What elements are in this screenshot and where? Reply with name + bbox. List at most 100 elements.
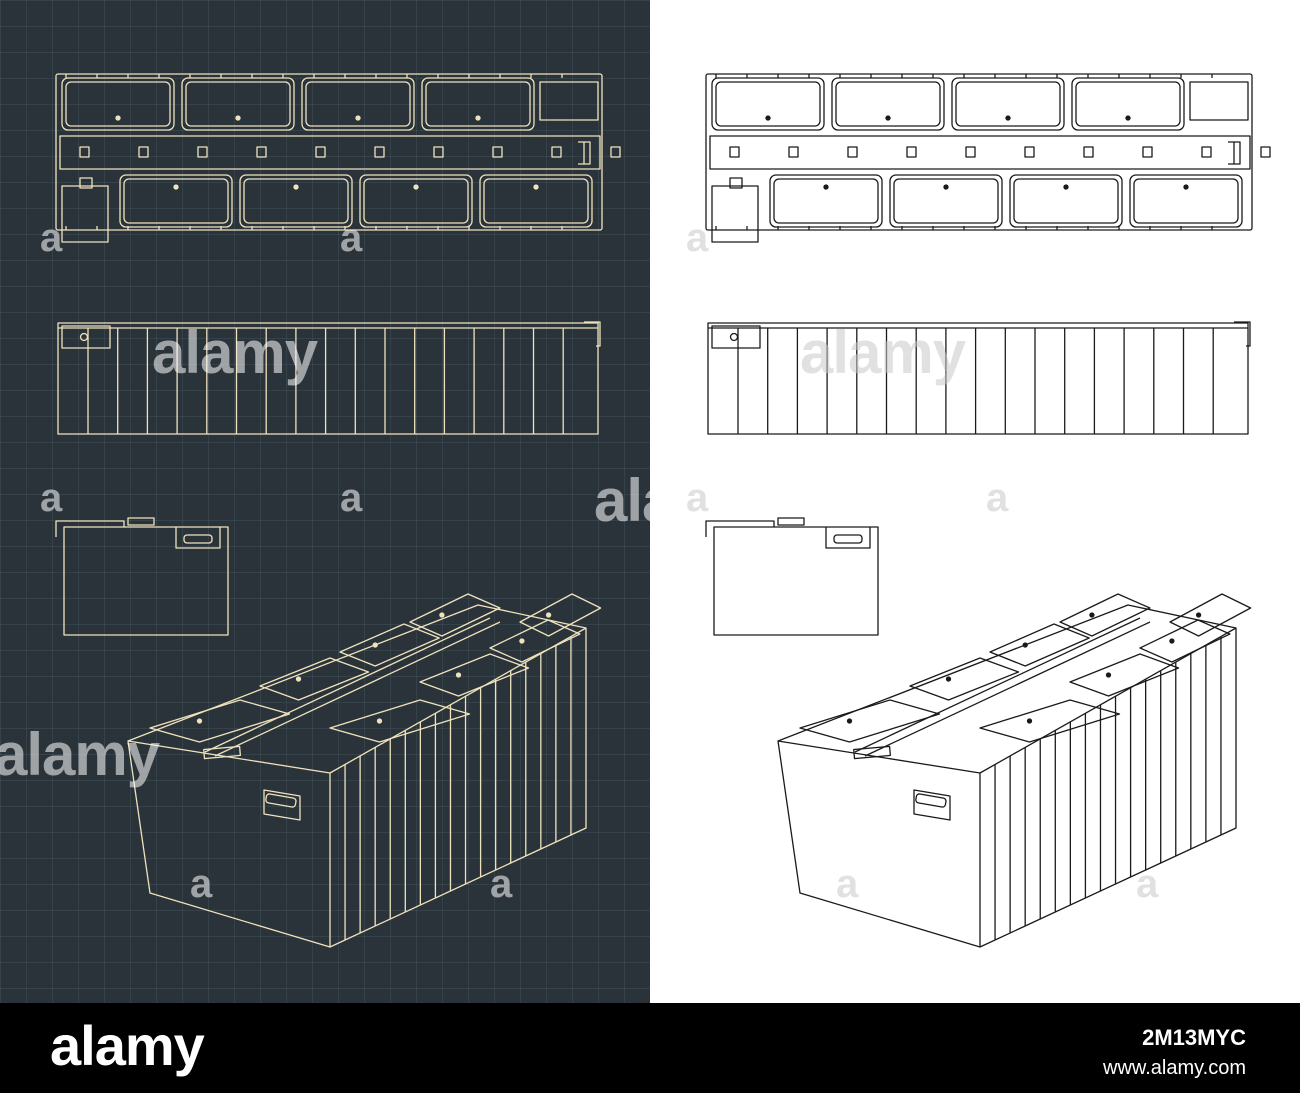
end-handle-plate bbox=[175, 527, 221, 549]
iso-outline bbox=[777, 604, 1237, 948]
cell-lid-lower bbox=[889, 174, 1003, 228]
cell-lid-upper bbox=[831, 77, 945, 131]
lid-bolt bbox=[1005, 115, 1011, 121]
end-terminal-strip bbox=[777, 517, 805, 526]
iso-lid-bolt bbox=[376, 718, 383, 724]
iso-lid-bolt bbox=[545, 612, 552, 618]
cell-lid-upper-inner bbox=[715, 81, 821, 127]
cell-lid-upper bbox=[61, 77, 175, 131]
end-handle-slot bbox=[183, 534, 213, 544]
cell-lid-lower-inner bbox=[123, 178, 229, 224]
end-elevation-view bbox=[705, 517, 879, 636]
busbar-bolt bbox=[256, 146, 267, 158]
iso-cell-lid bbox=[989, 623, 1090, 667]
iso-lid-bolt bbox=[945, 676, 952, 682]
cell-lid-upper bbox=[301, 77, 415, 131]
iso-cell-lid bbox=[1169, 593, 1252, 637]
top-view-outline bbox=[705, 73, 1253, 231]
lid-bolt bbox=[475, 115, 481, 121]
iso-lid-bolt bbox=[295, 676, 302, 682]
footer-url: www.alamy.com bbox=[1103, 1057, 1246, 1079]
cell-lid-lower-inner bbox=[243, 178, 349, 224]
end-handle-plate bbox=[825, 527, 871, 549]
busbar-bolt bbox=[610, 146, 621, 158]
cell-lid-lower bbox=[1129, 174, 1243, 228]
end-handle-slot bbox=[833, 534, 863, 544]
iso-outline bbox=[127, 604, 587, 948]
cell-lid-upper-inner bbox=[1075, 81, 1181, 127]
iso-cell-lid bbox=[519, 593, 602, 637]
isometric-view bbox=[777, 593, 1252, 948]
iso-lid-bolt bbox=[1022, 642, 1028, 648]
isometric-view bbox=[127, 593, 602, 948]
cell-lid-lower bbox=[1009, 174, 1123, 228]
busbar-bolt bbox=[197, 146, 208, 158]
cell-lid-upper bbox=[711, 77, 825, 131]
iso-cell-lid bbox=[149, 699, 291, 743]
iso-connector bbox=[853, 745, 892, 760]
lid-bolt bbox=[293, 184, 299, 190]
busbar-bolt bbox=[1201, 146, 1212, 158]
busbar-bolt bbox=[374, 146, 385, 158]
cell-lid-lower bbox=[239, 174, 353, 228]
cell-lid-lower bbox=[769, 174, 883, 228]
side-hook bbox=[1234, 321, 1251, 347]
terminal-box bbox=[711, 185, 759, 243]
cell-lid-upper-inner bbox=[185, 81, 291, 127]
iso-lid-bolt bbox=[846, 718, 853, 724]
iso-handle-slot bbox=[265, 793, 297, 808]
side-terminal-box bbox=[711, 325, 761, 349]
terminal-tab bbox=[729, 177, 743, 189]
busbar-strip bbox=[59, 135, 601, 170]
iso-cell-lid bbox=[1139, 619, 1231, 663]
iso-cell-lid bbox=[799, 699, 941, 743]
cell-lid-lower-inner bbox=[773, 178, 879, 224]
footer-info: 2M13MYC www.alamy.com bbox=[1103, 1025, 1246, 1080]
end-hook bbox=[55, 520, 125, 537]
terminal-box bbox=[61, 185, 109, 243]
cell-lid-upper bbox=[181, 77, 295, 131]
iso-cell-lid bbox=[1069, 653, 1180, 697]
lid-bolt bbox=[1063, 184, 1069, 190]
iso-lid-bolt bbox=[1105, 672, 1112, 678]
iso-lid-bolt bbox=[1169, 638, 1175, 644]
cell-lid-lower-inner bbox=[1133, 178, 1239, 224]
light-drawing bbox=[705, 73, 1271, 948]
iso-cell-lid bbox=[419, 653, 530, 697]
cell-lid-upper bbox=[951, 77, 1065, 131]
lid-bolt bbox=[823, 184, 829, 190]
cell-lid-lower bbox=[479, 174, 593, 228]
top-plan-view bbox=[55, 73, 621, 243]
cell-lid-lower bbox=[359, 174, 473, 228]
lid-bolt bbox=[173, 184, 179, 190]
iso-lid-bolt bbox=[1089, 612, 1095, 618]
busbar-bolt bbox=[1083, 146, 1094, 158]
iso-lid-bolt bbox=[372, 642, 378, 648]
side-terminal-box bbox=[61, 325, 111, 349]
lid-bolt bbox=[355, 115, 361, 121]
dark-drawing bbox=[55, 73, 621, 948]
end-bracket bbox=[1228, 141, 1241, 165]
views-group bbox=[55, 73, 621, 948]
busbar-bolt bbox=[1142, 146, 1153, 158]
busbar-bolt bbox=[788, 146, 799, 158]
lid-bolt bbox=[943, 184, 949, 190]
lid-bolt bbox=[1183, 184, 1189, 190]
cell-lid-lower-inner bbox=[1013, 178, 1119, 224]
cell-lid-upper-inner bbox=[305, 81, 411, 127]
iso-handle-slot bbox=[915, 793, 947, 808]
iso-top-front-edge bbox=[127, 627, 587, 774]
busbar-bolt bbox=[1024, 146, 1035, 158]
cell-lid-upper-inner bbox=[955, 81, 1061, 127]
stock-footer: alamy 2M13MYC www.alamy.com bbox=[0, 1003, 1300, 1093]
iso-cell-lid bbox=[339, 623, 440, 667]
cell-lid-lower-inner bbox=[893, 178, 999, 224]
iso-lid-bolt bbox=[1195, 612, 1202, 618]
busbar-strip bbox=[709, 135, 1251, 170]
iso-lid-bolt bbox=[1026, 718, 1033, 724]
terminal-tab bbox=[79, 177, 93, 189]
busbar-bolt bbox=[138, 146, 149, 158]
end-outline bbox=[713, 526, 879, 636]
end-elevation-view bbox=[55, 517, 229, 636]
iso-busbar-rail bbox=[204, 617, 501, 757]
